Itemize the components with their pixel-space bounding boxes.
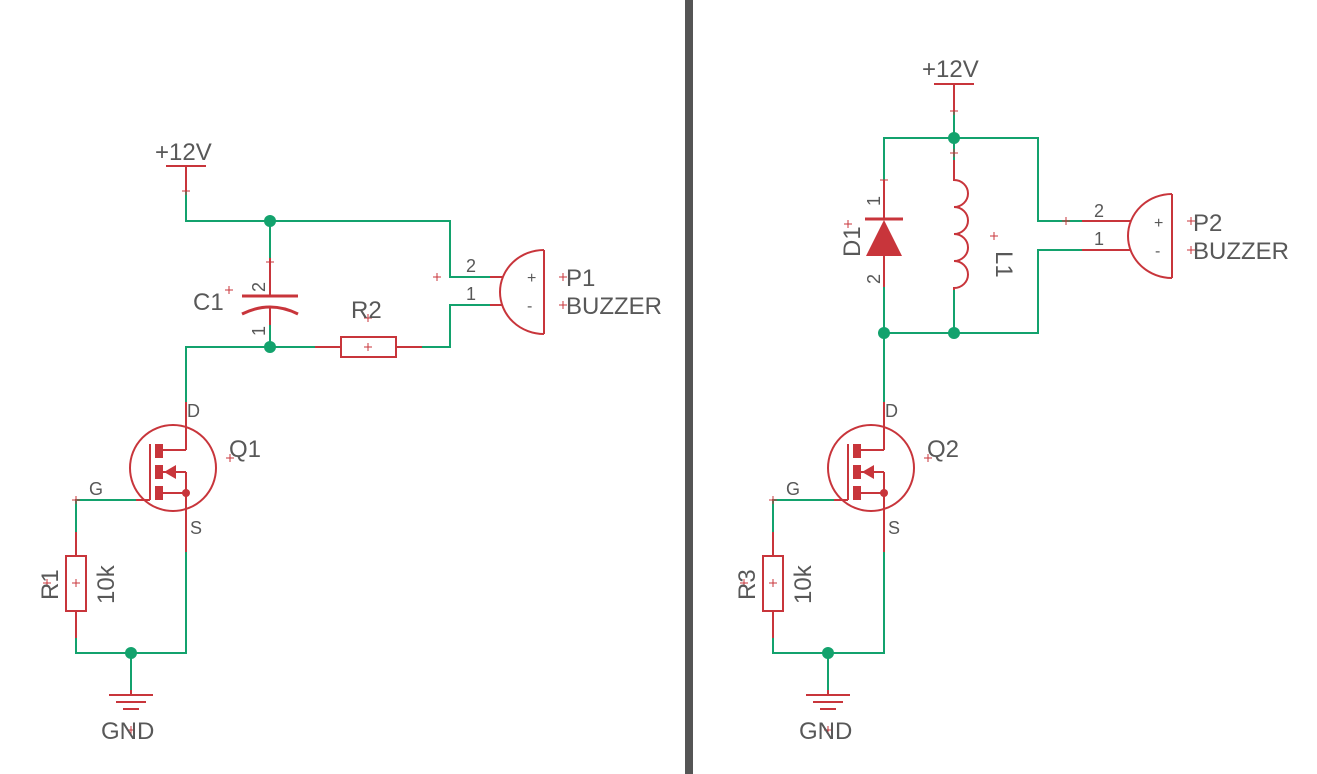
capacitor-name: C1 — [193, 289, 224, 316]
junction-dot — [822, 647, 834, 659]
ground-label: GND — [799, 718, 852, 745]
diode-name: D1 — [839, 226, 866, 257]
mosfet-gate-label: G — [89, 479, 103, 499]
resistor-name: R3 — [734, 569, 761, 600]
mosfet-drain-label: D — [885, 401, 898, 421]
wire-gate — [772, 499, 835, 533]
mosfet-q2: D G S Q2 — [769, 401, 959, 552]
buzzer-polarity-minus: - — [527, 298, 532, 315]
inductor-name: L1 — [990, 251, 1017, 278]
buzzer-pin-label: 2 — [466, 256, 476, 276]
junction-dot — [948, 132, 960, 144]
supply-label: +12V — [155, 139, 212, 166]
resistor-value: 10k — [790, 564, 817, 604]
ground-label: GND — [101, 718, 154, 745]
wire-bottom-rail — [883, 249, 1083, 334]
mosfet-source-label: S — [888, 518, 900, 538]
mosfet-q1: D G S Q1 — [72, 401, 261, 552]
buzzer-polarity-plus: + — [527, 270, 536, 287]
right-wires — [772, 110, 1083, 691]
mosfet-name: Q1 — [229, 436, 261, 463]
resistor-name: R1 — [37, 569, 64, 600]
mosfet-gate-label: G — [786, 479, 800, 499]
capacitor-pin-label: 2 — [249, 282, 269, 292]
buzzer-p2: 2 1 + - P2 BUZZER — [1062, 193, 1289, 279]
junction-dot — [878, 327, 890, 339]
mosfet-name: Q2 — [927, 436, 959, 463]
junction-dot — [264, 341, 276, 353]
left-circuit: +12V C1 2 1 R2 — [37, 139, 662, 745]
resistor-value: 10k — [93, 564, 120, 604]
buzzer-pin-label: 1 — [1094, 229, 1104, 249]
buzzer-p1: 2 1 + - P1 BUZZER — [433, 249, 662, 335]
right-circuit: +12V D1 1 2 L1 — [734, 56, 1289, 745]
mosfet-drain-label: D — [187, 401, 200, 421]
buzzer-value: BUZZER — [566, 293, 662, 320]
wire-gate — [75, 499, 137, 533]
ground-symbol: GND — [101, 690, 154, 745]
buzzer-name: P1 — [566, 265, 595, 292]
buzzer-polarity-plus: + — [1154, 215, 1163, 232]
capacitor-c1: C1 2 1 — [193, 258, 299, 336]
diode-pin-label: 1 — [864, 196, 884, 206]
wire-r2-to-buzzer — [421, 304, 491, 348]
junction-dot — [948, 327, 960, 339]
buzzer-polarity-minus: - — [1155, 243, 1160, 260]
buzzer-pin-label: 1 — [466, 284, 476, 304]
junction-dot — [264, 215, 276, 227]
resistor-name: R2 — [351, 297, 382, 324]
junction-dot — [125, 647, 137, 659]
buzzer-pin-label: 2 — [1094, 201, 1104, 221]
panel-divider — [685, 0, 693, 774]
wire-drain — [185, 346, 316, 403]
resistor-r2: R2 — [315, 297, 422, 358]
supply-symbol: +12V — [155, 139, 212, 195]
left-wires — [75, 190, 491, 691]
diode-d1: D1 1 2 — [839, 179, 903, 287]
buzzer-value: BUZZER — [1193, 238, 1289, 265]
wire-supply-to-buzzer — [185, 190, 491, 278]
supply-symbol: +12V — [922, 56, 979, 115]
supply-label: +12V — [922, 56, 979, 83]
resistor-r3: R3 10k — [734, 532, 817, 638]
inductor-l1: L1 — [950, 149, 1017, 290]
diode-pin-label: 2 — [864, 274, 884, 284]
mosfet-source-label: S — [190, 518, 202, 538]
capacitor-pin-label: 1 — [249, 326, 269, 336]
resistor-r1: R1 10k — [37, 532, 120, 638]
buzzer-name: P2 — [1193, 210, 1222, 237]
wire-top-rail — [883, 137, 1083, 222]
ground-symbol: GND — [799, 690, 852, 745]
